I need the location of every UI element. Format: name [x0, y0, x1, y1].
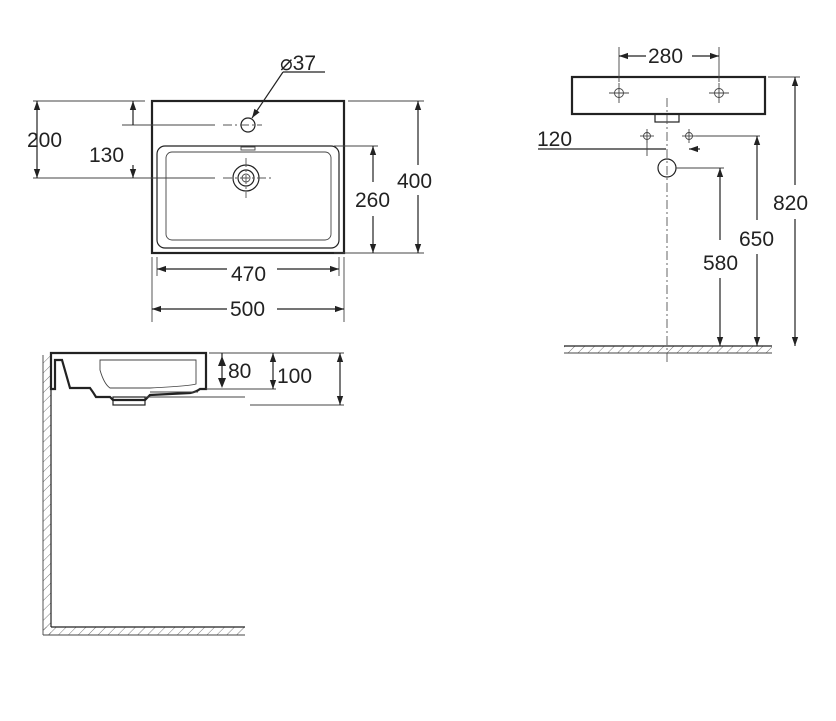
waste-offset-label: 120 [537, 128, 572, 151]
top-view: ⌀37 200 130 260 400 470 500 [27, 52, 432, 322]
basin-profile [49, 351, 208, 402]
overall-height-side-label: 100 [277, 365, 312, 388]
side-view: 80 100 [42, 351, 344, 636]
fixing-hole-right [709, 83, 729, 103]
wall-fixing-left [640, 129, 654, 143]
basin-outline [150, 99, 346, 255]
floor [43, 627, 245, 635]
inner-depth-side-label: 80 [228, 360, 251, 383]
inner-depth-label: 260 [355, 189, 390, 212]
basin-front [570, 75, 767, 116]
wall [43, 355, 51, 635]
floor-front [564, 346, 772, 353]
front-view: 280 120 580 [537, 45, 808, 363]
tap-hole-diameter-label: ⌀37 [280, 52, 316, 75]
overall-width-label: 500 [230, 298, 265, 321]
rim-height-label: 820 [773, 192, 808, 215]
fixing-hole-left [609, 83, 629, 103]
basin-bowl-outer [156, 145, 340, 249]
fixing-spacing-label: 280 [648, 45, 683, 68]
inner-width-label: 470 [231, 263, 266, 286]
basin-bowl-inner [165, 151, 332, 241]
tap-to-back-label: 130 [89, 144, 124, 167]
wall-fixing-right [682, 129, 696, 143]
overall-depth-label: 400 [397, 170, 432, 193]
overflow-slot [240, 146, 256, 151]
drain-height-label: 580 [703, 252, 738, 275]
waste-height-label: 650 [739, 228, 774, 251]
drain-to-back-label: 200 [27, 129, 62, 152]
